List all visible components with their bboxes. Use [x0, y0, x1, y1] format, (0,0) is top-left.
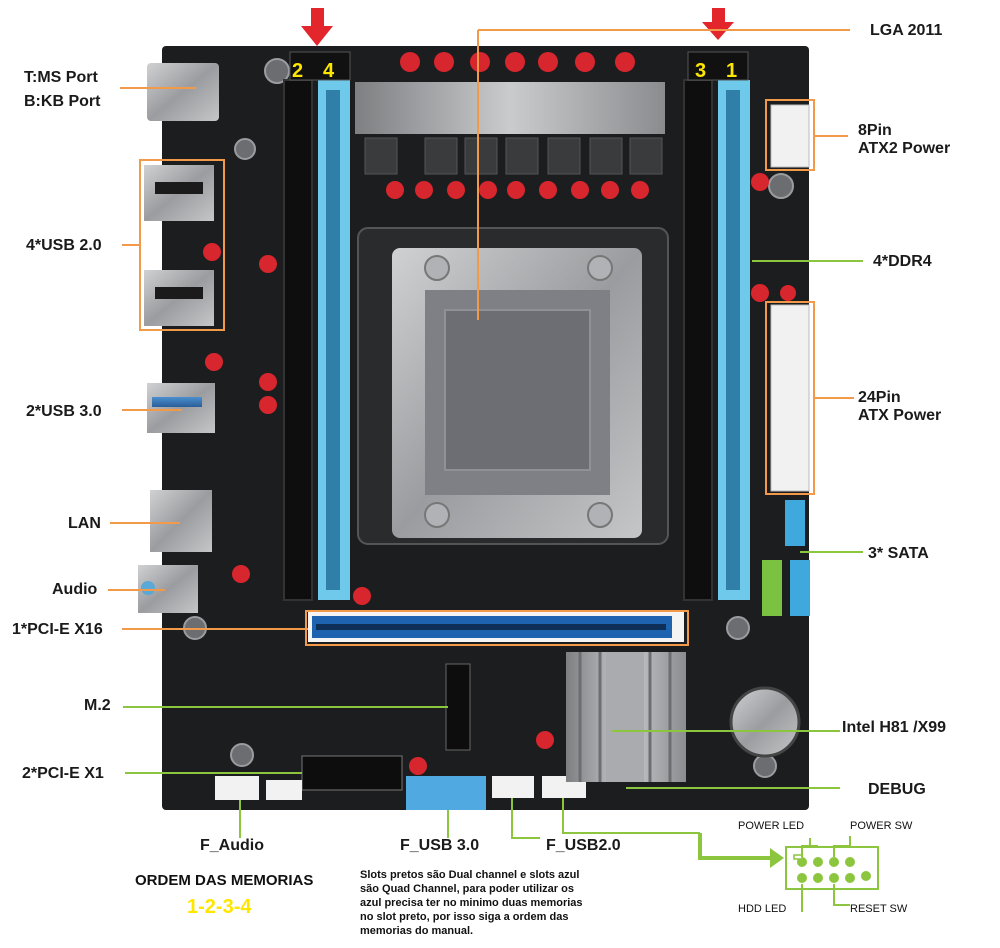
label-f-audio: F_Audio: [200, 837, 264, 854]
memory-order-title: ORDEM DAS MEMORIAS: [135, 872, 314, 889]
label-24pin-line2: ATX Power: [858, 407, 942, 424]
label-power-sw: POWER SW: [850, 820, 913, 832]
label-24pin-line1: 24Pin: [858, 389, 901, 406]
label-sata: 3* SATA: [868, 545, 929, 562]
label-lga2011: LGA 2011: [870, 22, 943, 39]
memory-order-sequence: 1-2-3-4: [187, 896, 252, 918]
vrm: [203, 52, 796, 775]
label-debug: DEBUG: [868, 781, 926, 798]
label-kb-port: B:KB Port: [24, 93, 101, 110]
label-pcie16: 1*PCI-E X16: [12, 621, 103, 638]
label-audio: Audio: [52, 581, 98, 598]
memory-note: Slots pretos são Dual channel e slots az…: [360, 869, 583, 937]
red-arrows: [301, 8, 734, 46]
chipset-heatsink: [566, 652, 801, 782]
sata-ports: [762, 500, 810, 616]
label-reset-sw: RESET SW: [850, 903, 908, 915]
power-connectors: [770, 104, 810, 492]
callout-lines: [108, 29, 854, 646]
label-ms-port: T:MS Port: [24, 69, 98, 86]
rear-io: [138, 63, 219, 613]
label-usb3: 2*USB 3.0: [26, 403, 102, 420]
label-chipset: Intel H81 /X99: [842, 719, 947, 736]
front-panel-header: [785, 836, 879, 912]
label-lan: LAN: [68, 515, 101, 532]
label-m2: M.2: [84, 697, 111, 714]
panel-arrow: [770, 848, 784, 868]
label-ddr4: 4*DDR4: [873, 253, 932, 270]
cpu-socket: [357, 227, 669, 545]
slot-number-2: 2: [292, 60, 304, 82]
label-8pin-line1: 8Pin: [858, 122, 892, 139]
label-f-usb3: F_USB 3.0: [400, 837, 480, 854]
slot-number-1: 1: [726, 60, 738, 82]
label-f-usb2: F_USB2.0: [546, 837, 621, 854]
label-usb2: 4*USB 2.0: [26, 237, 102, 254]
label-power-led: POWER LED: [738, 820, 805, 832]
green-callout-lines: [123, 260, 863, 860]
label-8pin-line2: ATX2 Power: [858, 140, 951, 157]
label-hdd-led: HDD LED: [738, 903, 787, 915]
pcie-x16-slot: [308, 612, 684, 642]
label-pcie1: 2*PCI-E X1: [22, 765, 104, 782]
slot-number-3: 3: [695, 60, 707, 82]
dimm-slots: [283, 51, 750, 601]
slot-number-4: 4: [323, 60, 335, 82]
